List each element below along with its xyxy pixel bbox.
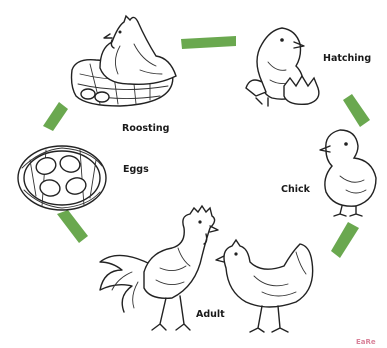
stage-label-hatching: Hatching <box>323 53 371 64</box>
stage-label-adult: Adult <box>196 309 225 320</box>
arrow-roosting-to-hatching <box>181 36 236 49</box>
arrow-hatching-to-chick <box>343 94 370 127</box>
eggs-in-nest-illustration <box>18 146 106 210</box>
roosting-hen-illustration <box>72 16 177 106</box>
chick-illustration <box>320 130 376 216</box>
adult-hen-illustration <box>216 240 313 332</box>
arrow-adult-to-eggs <box>57 210 88 243</box>
hatching-chick-illustration <box>246 28 319 106</box>
arrow-eggs-to-roosting <box>43 102 68 131</box>
arrow-chick-to-adult <box>331 222 359 258</box>
watermark: EaRe <box>356 338 376 346</box>
stage-label-eggs: Eggs <box>123 164 149 175</box>
stage-label-chick: Chick <box>281 184 311 195</box>
stage-label-roosting: Roosting <box>122 123 169 134</box>
